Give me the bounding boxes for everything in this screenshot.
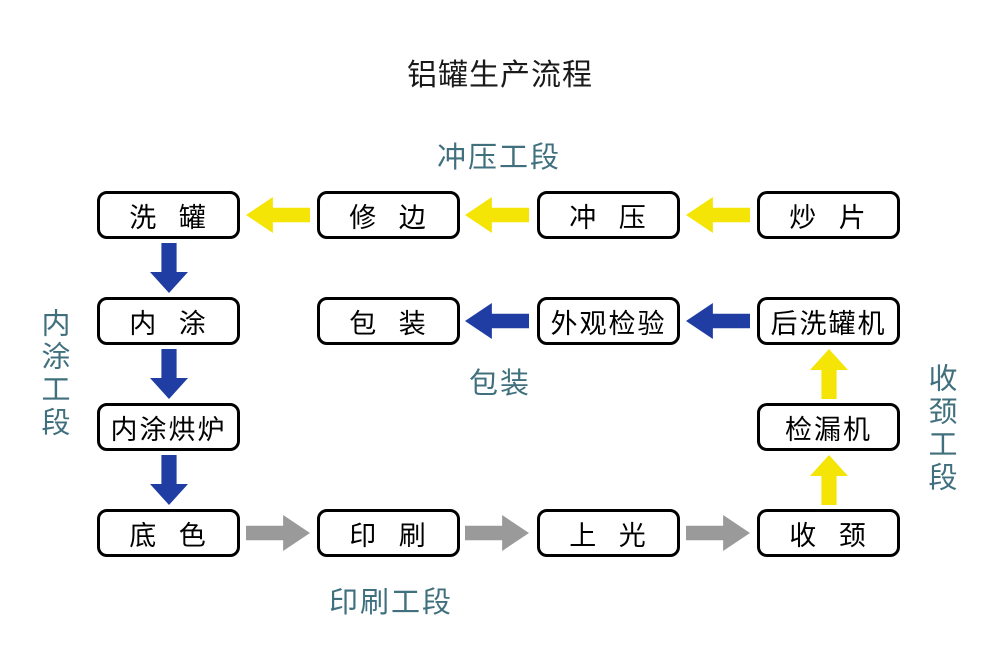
arrow-fry-to-stamp-icon [686,197,750,233]
node-base-coat: 底 色 [97,509,240,557]
node-inner-coating-oven: 内涂烘炉 [97,403,240,451]
arrow-trim-to-wash-icon [246,197,310,233]
arrow-neck-to-leaktester-icon [810,455,848,505]
node-inner-coating: 内 涂 [97,297,240,345]
section-label-necking: 收颈工段 [924,363,958,495]
arrow-innercoat-to-oven-icon [150,349,188,399]
page-title: 铝罐生产流程 [407,58,593,93]
node-packing: 包 装 [317,297,460,345]
node-stamping: 冲 压 [537,191,680,239]
arrow-leaktester-to-washer-icon [810,349,848,399]
arrow-print-to-varnish-icon [465,515,529,551]
arrow-varnish-to-neck-icon [686,515,750,551]
node-trim: 修 边 [317,191,460,239]
node-printing: 印 刷 [317,509,460,557]
node-varnish: 上 光 [537,509,680,557]
node-post-washer: 后洗罐机 [757,297,900,345]
node-wash-can: 洗 罐 [97,191,240,239]
arrow-inspect-to-pack-icon [465,303,529,339]
arrow-washer-to-inspect-icon [686,303,750,339]
section-label-stamping: 冲压工段 [437,140,562,174]
node-fry-sheet: 炒 片 [757,191,900,239]
arrow-stamp-to-trim-icon [465,197,529,233]
arrow-basecoat-to-print-icon [246,515,310,551]
node-leak-tester: 检漏机 [757,403,900,451]
arrow-wash-to-innercoat-icon [150,243,188,293]
node-visual-inspection: 外观检验 [537,297,680,345]
node-necking: 收 颈 [757,509,900,557]
section-label-inner-coating: 内涂工段 [37,308,71,440]
section-label-printing: 印刷工段 [329,585,454,619]
section-label-packing: 包装 [469,366,532,400]
arrow-oven-to-basecoat-icon [150,455,188,505]
